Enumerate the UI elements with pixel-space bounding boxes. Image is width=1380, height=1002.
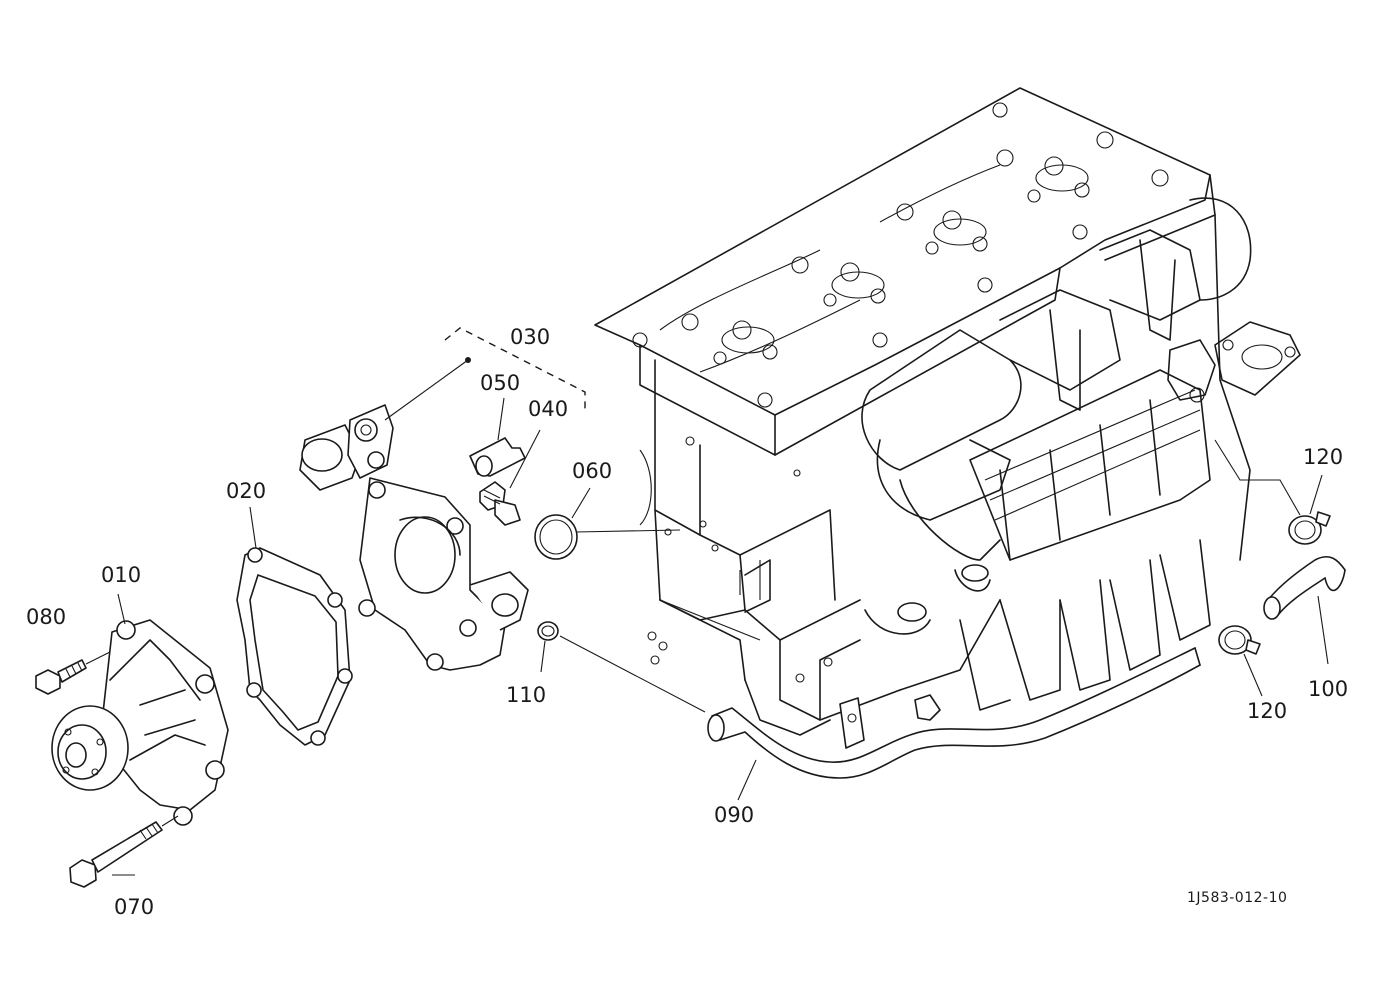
label-120-bottom: 120 [1247, 699, 1287, 723]
label-040: 040 [528, 397, 568, 421]
label-070: 070 [114, 895, 154, 919]
label-080: 080 [26, 605, 66, 629]
engine-block [594, 87, 1301, 736]
part-100-hose [1214, 439, 1346, 665]
label-060: 060 [572, 459, 612, 483]
part-120-clamp-bottom [1218, 625, 1263, 697]
part-110-o-ring [537, 621, 706, 713]
head-ports [632, 102, 1169, 408]
label-090: 090 [714, 803, 754, 827]
part-020-gasket [236, 506, 353, 746]
part-040-sensor [479, 429, 541, 526]
label-050: 050 [480, 371, 520, 395]
label-120-top: 120 [1303, 445, 1343, 469]
part-060-o-ring [534, 487, 681, 560]
part-010-water-pump [51, 593, 229, 826]
label-100: 100 [1308, 677, 1348, 701]
label-010: 010 [101, 563, 141, 587]
label-030: 030 [510, 325, 550, 349]
drawing-code: 1J583-012-10 [1187, 890, 1287, 906]
part-120-clamp-top [1288, 474, 1331, 545]
part-090-pipe [707, 647, 1201, 801]
part-labels: 010 020 030 040 050 060 070 080 090 100 … [26, 325, 1348, 919]
label-110: 110 [506, 683, 546, 707]
part-080-bolt [35, 651, 111, 695]
part-030-housing [299, 327, 586, 671]
part-070-bolt [69, 815, 179, 888]
part-050-fitting [469, 397, 526, 477]
label-020: 020 [226, 479, 266, 503]
